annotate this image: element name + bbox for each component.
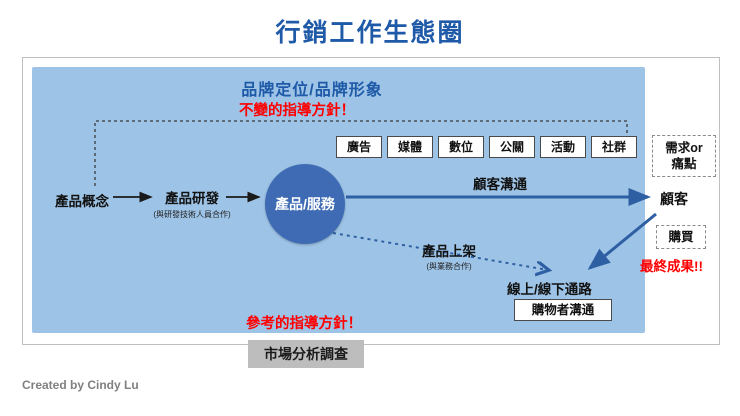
channel-box-pr: 公關 [489, 136, 535, 158]
product-listing-label: 產品上架 [422, 244, 476, 259]
product-listing-note: (與業務合作) [426, 262, 472, 271]
page-title: 行銷工作生態圈 [275, 19, 465, 47]
customer-communication-label: 顧客溝通 [473, 177, 527, 192]
customer-label: 顧客 [660, 191, 688, 207]
final-result-label: 最終成果!! [640, 259, 703, 274]
reference-guideline-label: 參考的指導方針！ [246, 316, 362, 332]
author-credit: Created by Cindy Lu [22, 378, 139, 392]
need-painpoint-line1: 需求or [665, 141, 703, 155]
channel-box-digital: 數位 [438, 136, 484, 158]
channel-box-ads: 廣告 [336, 136, 382, 158]
shopper-communication-box: 購物者溝通 [514, 299, 612, 321]
product-rnd-label: 產品研發 [165, 191, 219, 206]
product-rnd-node: 產品研發 (與研發技術人員合作) [152, 187, 232, 220]
product-service-node: 產品/服務 [265, 164, 345, 244]
need-painpoint-box: 需求or 痛點 [652, 135, 716, 177]
market-research-box: 市場分析調查 [248, 340, 364, 368]
channel-box-media: 媒體 [387, 136, 433, 158]
channel-box-events: 活動 [540, 136, 586, 158]
brand-positioning-heading: 品牌定位/品牌形象 [241, 82, 383, 99]
product-concept-label: 產品概念 [55, 194, 109, 209]
channel-box-social: 社群 [591, 136, 637, 158]
fixed-guideline-label: 不變的指導方針！ [239, 103, 355, 119]
product-rnd-note: (與研發技術人員合作) [153, 210, 231, 219]
channel-box-row: 廣告 媒體 數位 公關 活動 社群 [336, 136, 637, 158]
online-offline-channel-label: 線上/線下通路 [507, 282, 592, 297]
need-painpoint-line2: 痛點 [671, 157, 697, 171]
purchase-box: 購買 [656, 225, 706, 249]
product-listing-node: 產品上架 (與業務合作) [404, 240, 494, 272]
